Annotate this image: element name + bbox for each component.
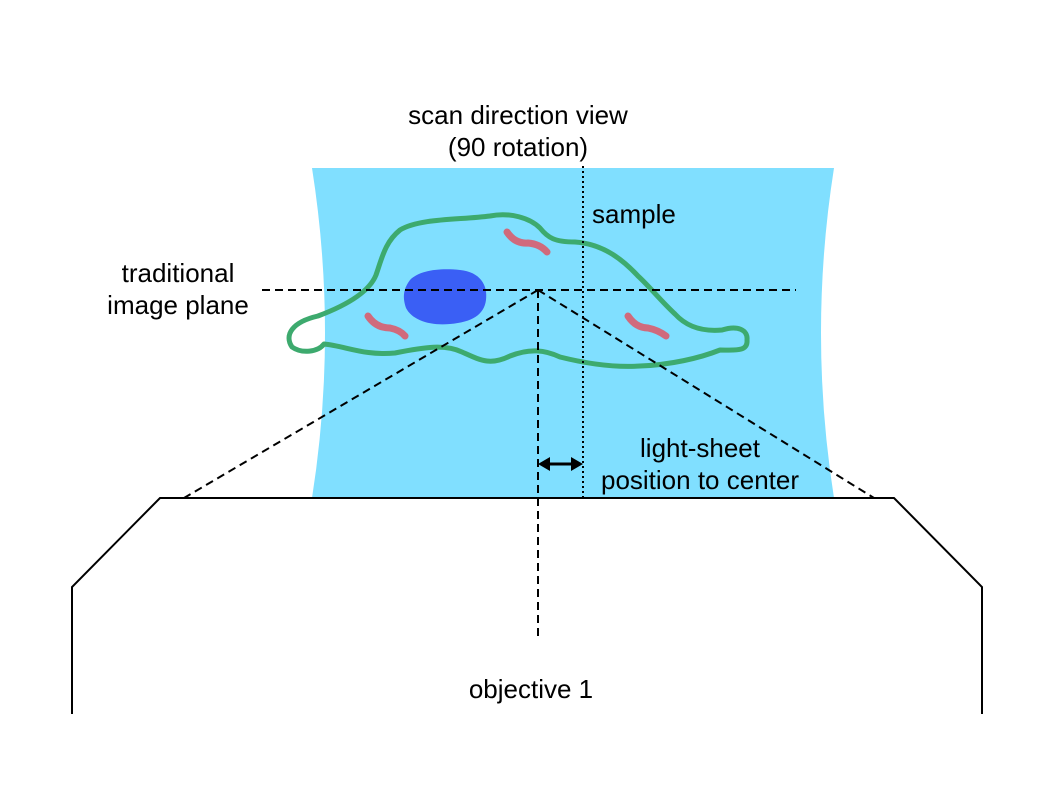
- image-plane-label-line-1: traditional: [121, 258, 235, 288]
- sample-label: sample: [592, 199, 676, 229]
- offset-arrow-head-left: [538, 457, 550, 471]
- image-plane-label-line-2: image plane: [107, 290, 249, 320]
- light-sheet-label-line-2: position to center: [600, 465, 799, 495]
- nucleus: [403, 269, 487, 325]
- light-sheet-label-line-1: light-sheet: [640, 433, 760, 463]
- sample-medium: [312, 168, 834, 498]
- organelle-right: [624, 312, 670, 340]
- title-line-1: scan direction view: [408, 100, 628, 130]
- organelle-left: [364, 312, 409, 340]
- organelle-top: [503, 228, 551, 256]
- offset-arrow-head-right: [571, 457, 583, 471]
- cell-outline: [286, 212, 750, 369]
- title-line-2: (90 rotation): [447, 132, 589, 162]
- cone-line-right: [537, 289, 875, 499]
- objective-outline: [71, 497, 983, 714]
- cone-line-left: [183, 289, 539, 499]
- objective-label: objective 1: [468, 674, 594, 704]
